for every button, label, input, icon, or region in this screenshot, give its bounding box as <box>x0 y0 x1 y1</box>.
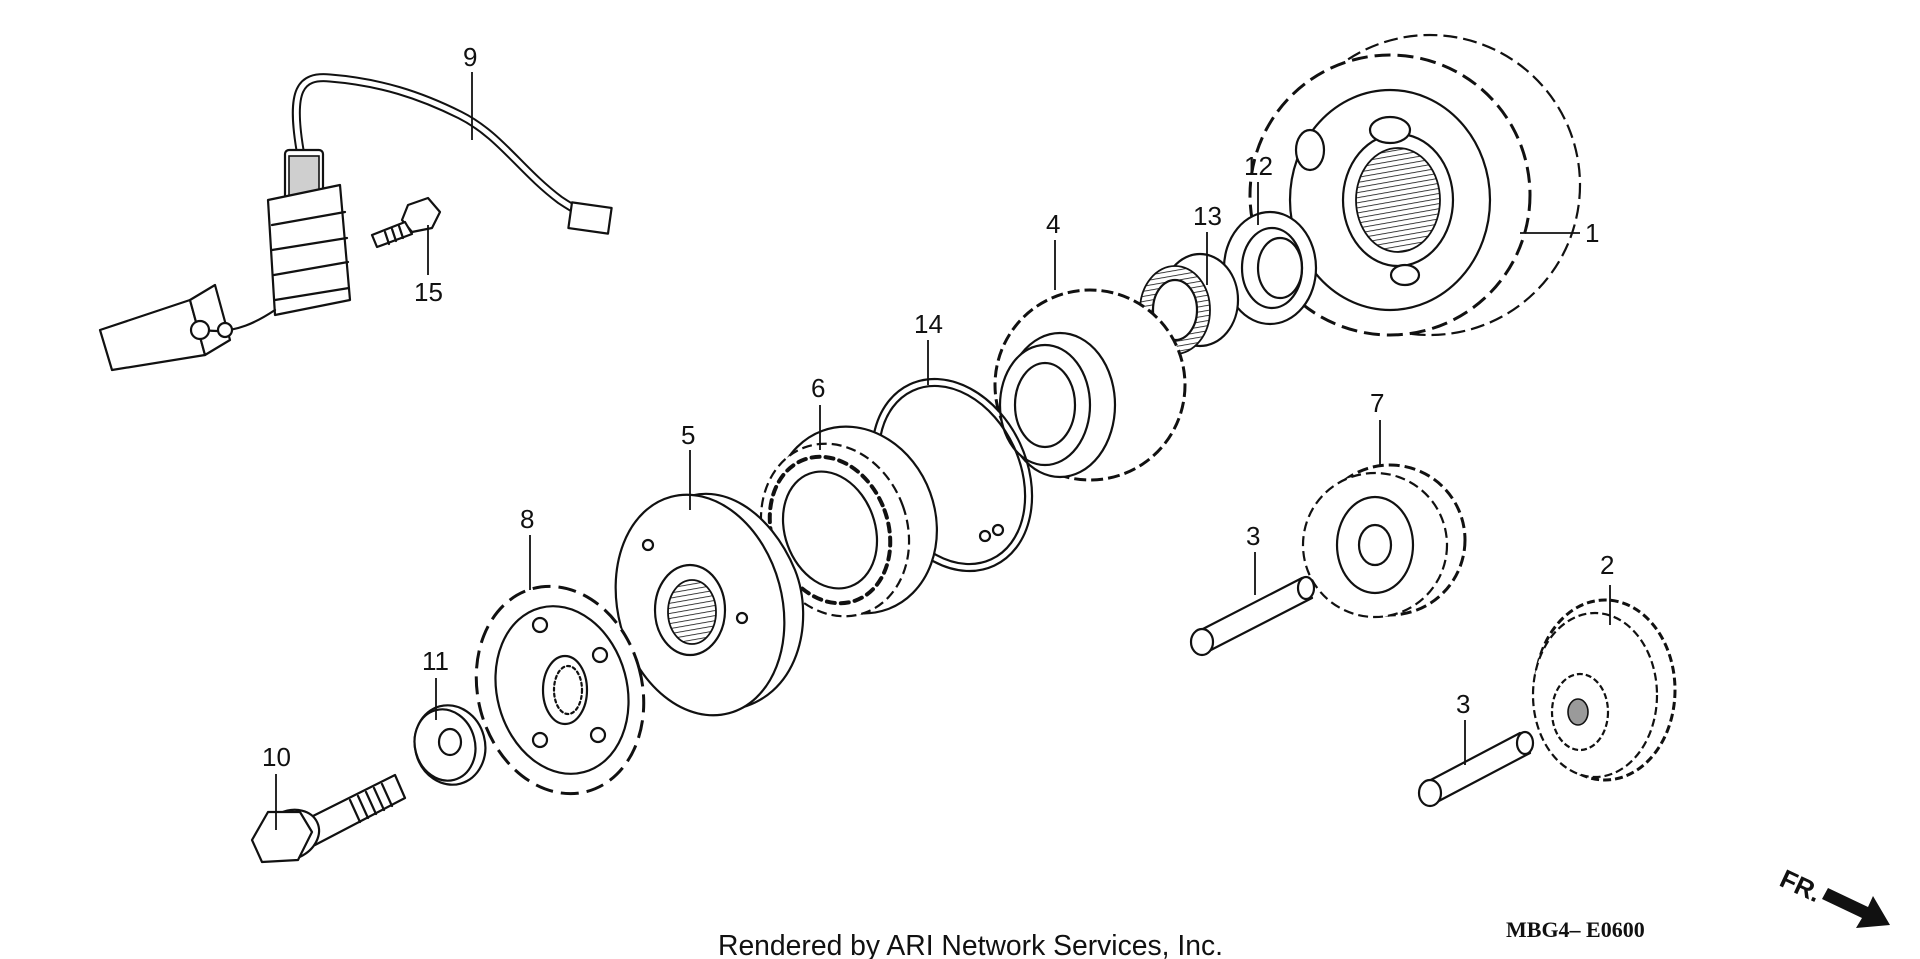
front-direction-indicator: FR. <box>1775 863 1890 928</box>
callout-3: 3 <box>1456 689 1470 719</box>
callout-2: 2 <box>1600 550 1614 580</box>
direction-label: FR. <box>1775 863 1826 908</box>
callout-3: 3 <box>1246 521 1260 551</box>
callout-11: 11 <box>422 646 449 676</box>
gear-icon <box>993 288 1187 482</box>
callout-4: 4 <box>1046 209 1060 239</box>
callout-10: 10 <box>262 742 291 772</box>
bolt-icon <box>250 773 407 864</box>
collar-icon <box>1222 210 1318 326</box>
one-way-clutch-icon <box>759 425 938 618</box>
washer-icon <box>413 704 487 786</box>
gear-icon <box>1301 463 1467 619</box>
render-credit: Rendered by ARI Network Services, Inc. <box>718 930 1223 959</box>
callout-7: 7 <box>1370 388 1384 418</box>
diagram-code: MBG4– E0600 <box>1506 917 1645 942</box>
leader-lines <box>275 72 1611 830</box>
sprocket-icon <box>474 584 646 796</box>
double-gear-icon <box>1531 598 1677 782</box>
callout-15: 15 <box>414 277 443 307</box>
callout-14: 14 <box>914 309 943 339</box>
front-arrow-icon <box>1822 888 1890 928</box>
callout-13: 13 <box>1193 201 1222 231</box>
callout-1: 1 <box>1585 218 1599 248</box>
shaft-icon <box>1417 730 1535 808</box>
callout-12: 12 <box>1244 151 1273 181</box>
sensor-icon <box>98 73 613 372</box>
callout-5: 5 <box>681 420 695 450</box>
large-gear-icon <box>1248 33 1582 337</box>
callout-8: 8 <box>520 504 534 534</box>
callout-6: 6 <box>811 373 825 403</box>
shaft-icon <box>1189 575 1316 657</box>
bolt-icon <box>370 196 442 249</box>
callout-9: 9 <box>463 42 477 72</box>
clutch-housing-icon <box>614 492 805 717</box>
